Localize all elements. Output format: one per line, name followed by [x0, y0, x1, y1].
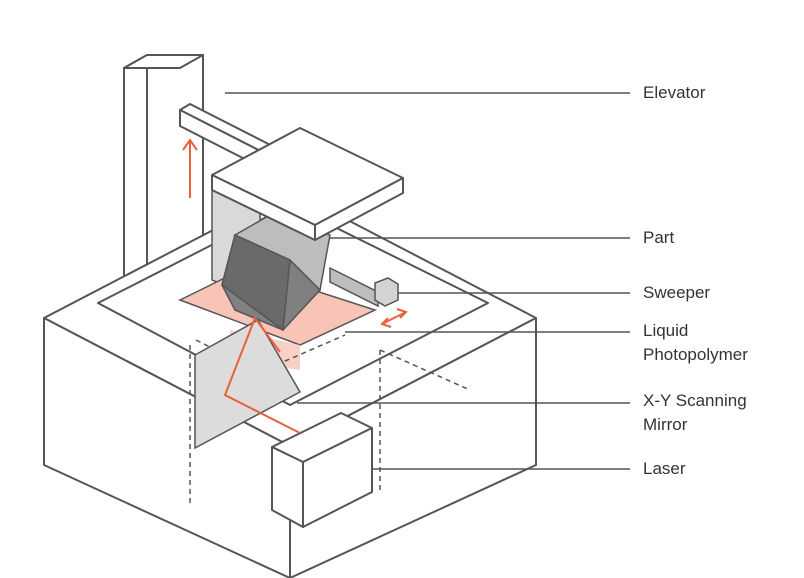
part: [221, 214, 331, 332]
label-mirror-line2: Mirror: [643, 415, 688, 434]
label-part: Part: [643, 228, 675, 247]
label-mirror-line1: X-Y Scanning: [643, 391, 747, 410]
sweeper: [329, 266, 399, 308]
laser-unit: [271, 412, 373, 528]
label-liquid-line1: Liquid: [643, 321, 689, 340]
label-elevator: Elevator: [643, 83, 706, 102]
build-platform: [211, 127, 404, 241]
sweeper-motion-arrow: [380, 308, 408, 328]
xy-scanning-mirror: [194, 318, 302, 450]
leader-lines: [225, 92, 630, 470]
label-laser: Laser: [643, 459, 686, 478]
label-liquid-photopolymer: Liquid Photopolymer: [643, 319, 748, 367]
label-liquid-line2: Photopolymer: [643, 345, 748, 364]
label-sweeper: Sweeper: [643, 283, 711, 302]
elevator-up-arrow: [182, 138, 198, 198]
base-enclosure: [43, 189, 537, 578]
laser-beam: [223, 315, 301, 434]
label-xy-scanning-mirror: X-Y Scanning Mirror: [643, 389, 747, 437]
